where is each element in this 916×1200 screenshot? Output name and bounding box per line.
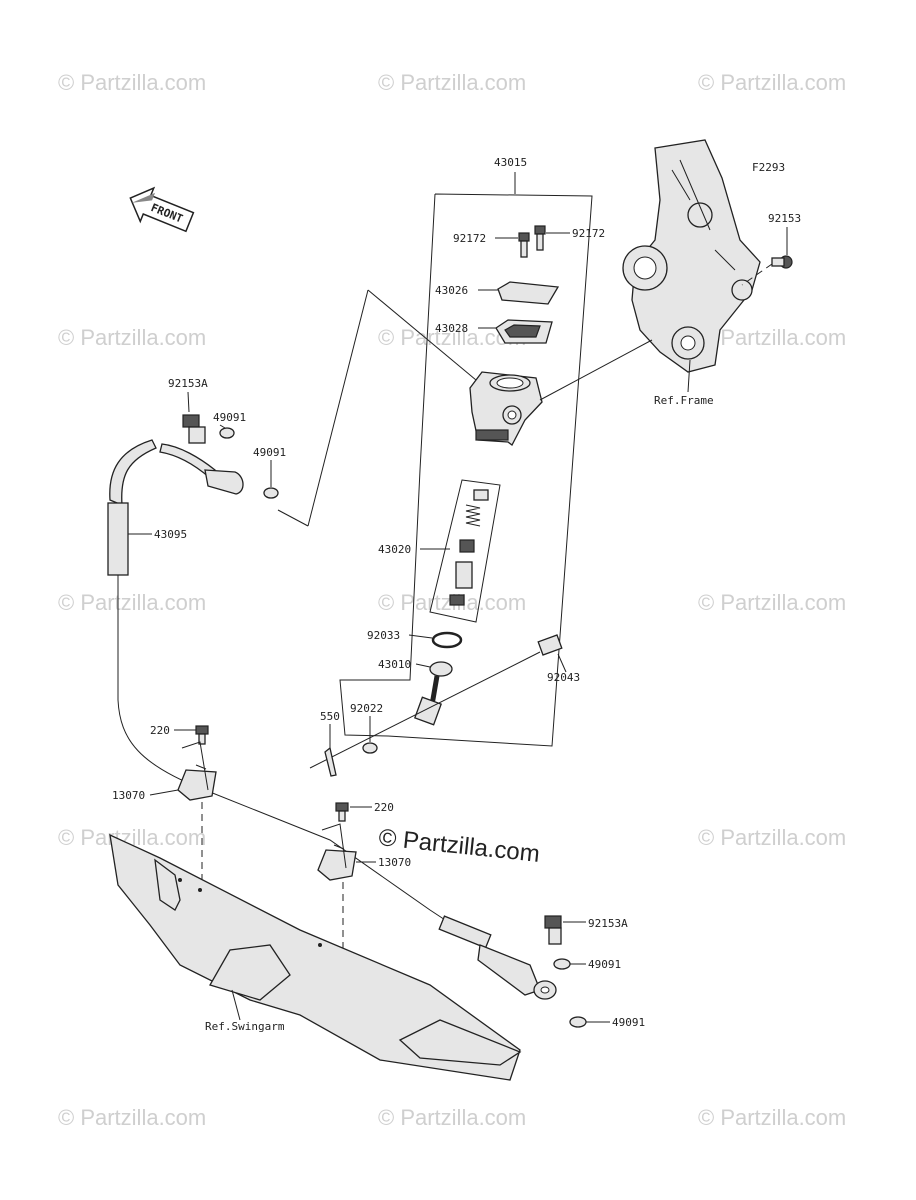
part-label-43010: 43010	[378, 658, 411, 671]
frame-bracket	[622, 139, 761, 373]
swingarm	[109, 833, 522, 1081]
master-cylinder-body	[469, 371, 543, 446]
part-label-92172-right: 92172	[572, 227, 605, 240]
watermark: © Partzilla.com	[58, 70, 206, 95]
part-label-49091-c: 49091	[588, 958, 621, 971]
part-label-550: 550	[320, 710, 340, 723]
bolt-92153	[771, 255, 793, 269]
clamp-13070-b	[317, 823, 357, 881]
figure-code: F2293	[752, 161, 785, 174]
part-label-92043: 92043	[547, 671, 580, 684]
watermark: © Partzilla.com	[378, 1105, 526, 1130]
clamp-13070-a	[177, 741, 217, 801]
watermark: © Partzilla.com	[698, 325, 846, 350]
diaphragm-43028	[495, 319, 553, 344]
part-label-43028: 43028	[435, 322, 468, 335]
washer-49091-c	[553, 958, 571, 970]
watermark: © Partzilla.com	[698, 70, 846, 95]
watermark: © Partzilla.com	[698, 590, 846, 615]
part-label-13070-b: 13070	[378, 856, 411, 869]
banjo-bolt-92153A-top	[182, 414, 206, 444]
washer-92022	[362, 742, 378, 754]
part-label-43020: 43020	[378, 543, 411, 556]
part-label-43015: 43015	[494, 156, 527, 169]
screw-92172-left	[518, 232, 530, 258]
hose-lower-fitting	[438, 915, 557, 1000]
part-label-92033: 92033	[367, 629, 400, 642]
front-arrow-icon: FRONT	[129, 186, 195, 233]
part-label-13070-a: 13070	[112, 789, 145, 802]
part-label-92172-left: 92172	[453, 232, 486, 245]
part-label-92153A-top: 92153A	[168, 377, 208, 390]
brake-hose-43095	[107, 439, 469, 936]
ref-frame-label: Ref.Frame	[654, 394, 714, 407]
part-label-92153: 92153	[768, 212, 801, 225]
part-label-43095: 43095	[154, 528, 187, 541]
watermark: © Partzilla.com	[698, 1105, 846, 1130]
part-label-92153A-bottom: 92153A	[588, 917, 628, 930]
watermarks: © Partzilla.com © Partzilla.com © Partzi…	[58, 70, 846, 1130]
part-label-49091-d: 49091	[612, 1016, 645, 1029]
part-label-220-b: 220	[374, 801, 394, 814]
bolt-220-a	[195, 725, 209, 745]
ref-swingarm-label: Ref.Swingarm	[205, 1020, 285, 1033]
push-rod-43010	[414, 661, 453, 726]
part-label-92022: 92022	[350, 702, 383, 715]
watermark: © Partzilla.com	[58, 590, 206, 615]
washer-49091-a	[219, 427, 235, 439]
washer-49091-d	[569, 1016, 587, 1028]
part-label-220-a: 220	[150, 724, 170, 737]
watermark: © Partzilla.com	[58, 1105, 206, 1130]
reservoir-cap-43026	[497, 281, 560, 305]
part-label-49091-b: 49091	[253, 446, 286, 459]
watermark: © Partzilla.com	[698, 825, 846, 850]
piston-kit-43020	[429, 479, 501, 623]
part-label-49091-a: 49091	[213, 411, 246, 424]
banjo-bolt-92153A-bottom	[544, 915, 562, 945]
part-label-43026: 43026	[435, 284, 468, 297]
screw-92172-right	[534, 225, 546, 251]
watermark: © Partzilla.com	[58, 325, 206, 350]
circlip-92033	[431, 631, 463, 649]
washer-49091-b	[263, 487, 279, 499]
bolt-220-b	[335, 802, 349, 822]
cotter-pin-550	[324, 746, 337, 777]
watermark: © Partzilla.com	[378, 70, 526, 95]
pin-92043	[309, 634, 563, 769]
